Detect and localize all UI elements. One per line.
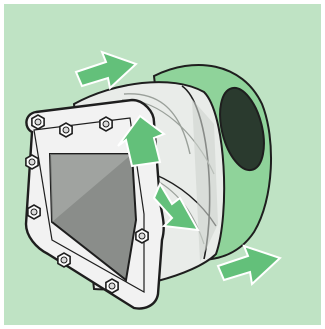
inlet-arrow-top — [76, 52, 136, 88]
flange-bolt — [106, 279, 118, 293]
flange-bolt — [60, 123, 72, 137]
rotary-unit-diagram — [4, 4, 321, 325]
flange-bolt — [28, 205, 40, 219]
flange-bolt — [136, 229, 148, 243]
flange-bolt — [26, 155, 38, 169]
flange-bolt — [32, 115, 44, 129]
flange-bolt — [100, 117, 112, 131]
flange-bolt — [58, 253, 70, 267]
diagram-frame — [4, 4, 321, 325]
